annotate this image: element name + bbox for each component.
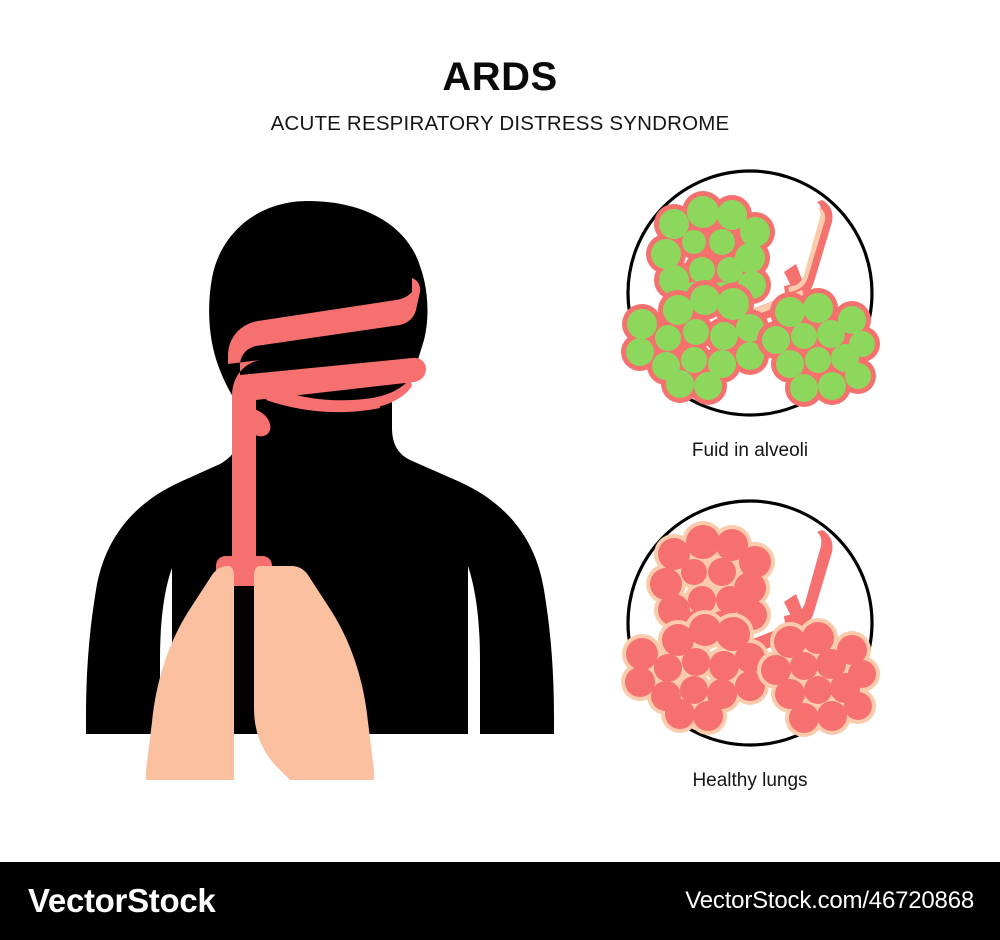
fluid-alveoli-diagram (621, 169, 880, 417)
alveoli-cluster (757, 618, 880, 737)
vectorstock-url: VectorStock.com/46720868 (685, 887, 974, 914)
panel-caption-healthy: Healthy lungs (692, 770, 808, 791)
header: ARDS ACUTE RESPIRATORY DISTRESS SYNDROME (0, 0, 1000, 136)
human-body-silhouette (86, 201, 554, 780)
alveoli-cluster (621, 280, 769, 405)
page-subtitle: ACUTE RESPIRATORY DISTRESS SYNDROME (270, 112, 730, 135)
vectorstock-logo: VectorStock (28, 882, 216, 919)
alveoli-cluster (757, 288, 880, 407)
panel-healthy-lungs: Healthy lungs (600, 490, 900, 792)
watermark-footer-bar: VectorStock VectorStock.com/46720868 (0, 862, 1000, 940)
illustration-stage: Fuid in alveoli (86, 160, 900, 792)
panel-fluid-in-alveoli: Fuid in alveoli (600, 160, 900, 462)
alveoli-cluster (621, 610, 769, 735)
panel-caption-fluid: Fuid in alveoli (691, 440, 809, 461)
healthy-alveoli-diagram (621, 499, 880, 747)
page-title: ARDS (442, 55, 558, 99)
right-lung (254, 566, 375, 780)
left-lung (145, 566, 234, 780)
trachea (216, 396, 272, 586)
